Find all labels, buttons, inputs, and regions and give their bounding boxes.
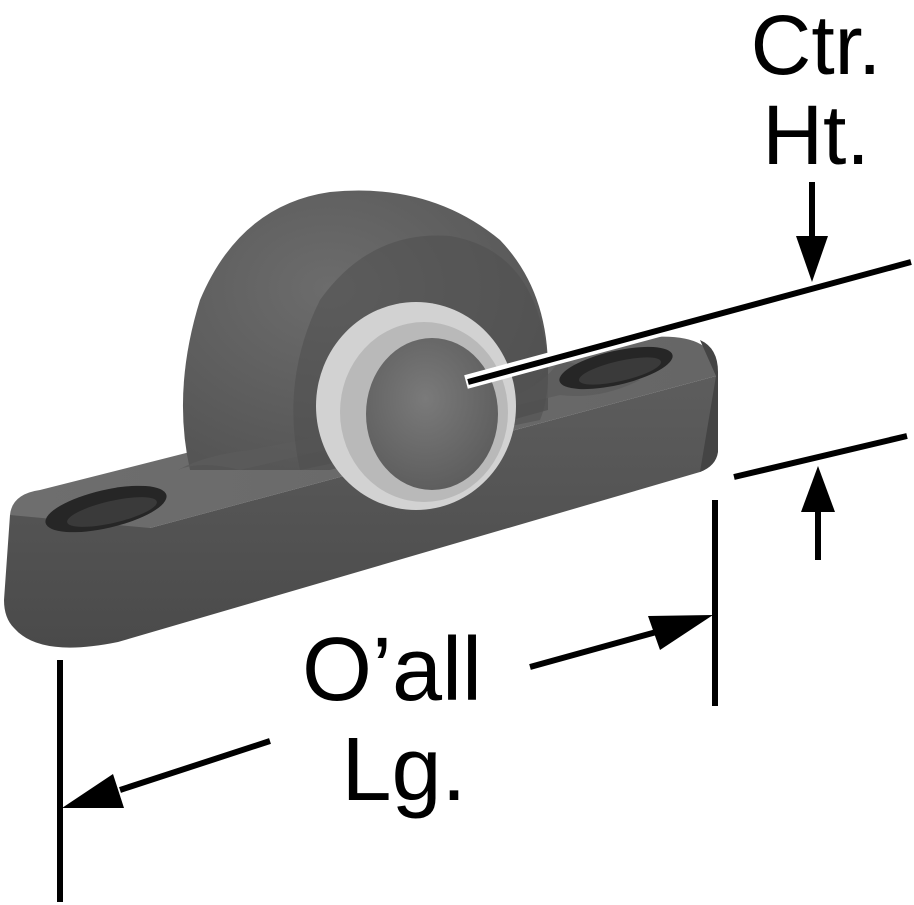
base-front-face [4,376,716,648]
arrowheads [62,236,835,808]
center-height-line [467,259,912,385]
left-slot-inner-wall [67,497,157,527]
center-height-label-line1: Ctr. [751,0,882,92]
overall-length-label-line1: O’all [302,620,482,720]
dimension-annotations [57,182,913,902]
pillow-block-housing [4,190,718,648]
length-arrowhead-left [62,774,124,808]
base-right-end [700,340,718,472]
center-height-label-line2: Ht. [762,88,869,182]
right-slot-inner-wall [579,357,661,385]
length-arrowhead-right [648,615,713,650]
overall-length-label-line2: Lg. [341,720,466,820]
housing-fillet [178,360,640,470]
base-reference-line [733,433,908,480]
length-line-left-segment [119,738,271,793]
base-arrowhead [801,466,835,512]
length-line-right-segment [529,628,661,670]
center-height-arrowhead [796,236,828,282]
dimension-labels: Ctr. Ht. O’all Lg. [302,0,881,820]
bearing-bore [366,338,498,490]
